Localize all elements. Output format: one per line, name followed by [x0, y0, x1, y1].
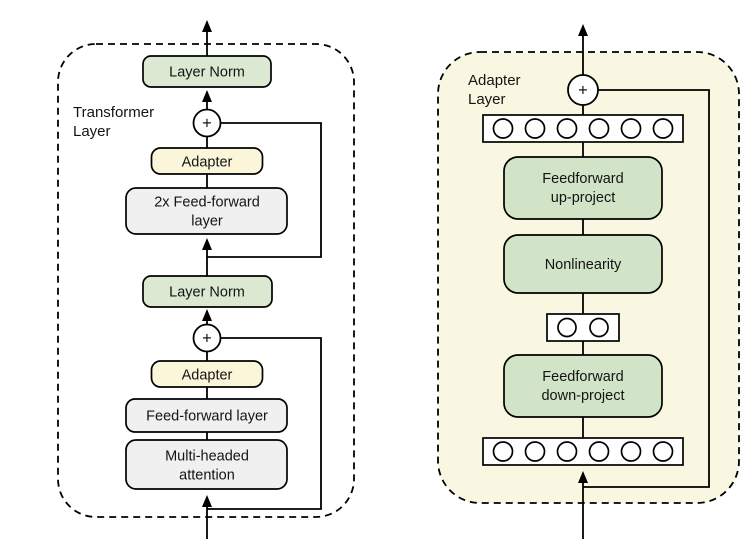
feature-node [557, 317, 577, 338]
add-node-right [567, 74, 599, 106]
layer-norm-top-box [142, 55, 272, 88]
layer-norm-top-label: Layer Norm [169, 65, 245, 81]
adapter-bottom-label: Adapter [182, 368, 233, 384]
feedforward-2x-label-line1: 2x Feed-forward [154, 195, 260, 211]
feature-node [556, 118, 578, 139]
transformer-layer-diagram: Layer Norm + Adapter 2x Feed-forward lay… [57, 20, 355, 539]
feedforward-up-label-line1: Feedforward [542, 171, 623, 187]
adapter-top-box [150, 147, 264, 175]
residual-connection-left-top [207, 122, 322, 258]
feature-node [492, 441, 514, 462]
feedforward-layer-box [125, 398, 288, 433]
adapter-top-label: Adapter [182, 155, 233, 171]
feedforward-up-project-box [503, 156, 663, 220]
feedforward-down-label-line1: Feedforward [542, 369, 623, 385]
transformer-layer-caption-line1: Transformer [73, 104, 154, 121]
adapter-layer-diagram: + Feedforward up-project Nonlinearity Fe… [437, 24, 740, 539]
plus-icon: + [202, 115, 212, 133]
multi-headed-attention-label-line1: Multi-headed [165, 449, 249, 465]
feedforward-layer-label: Feed-forward layer [146, 409, 268, 425]
bottleneck-row-box [546, 313, 620, 342]
adapter-bottom-box [150, 360, 264, 388]
multi-headed-attention-box [125, 439, 288, 490]
feedforward-2x-box [125, 187, 288, 235]
nonlinearity-label: Nonlinearity [545, 257, 622, 273]
adapter-layer-caption-line1: Adapter [468, 72, 521, 89]
adapter-layer-caption-line2: Layer [468, 91, 506, 108]
feature-node [588, 441, 610, 462]
feature-row-bottom [482, 437, 684, 466]
add-node-left-bottom [192, 323, 222, 353]
layer-norm-bottom-label: Layer Norm [169, 285, 245, 301]
feedforward-down-project-box [503, 354, 663, 418]
feature-node [652, 118, 674, 139]
layer-norm-bottom-box [142, 275, 273, 308]
feature-row-bottom-box [482, 437, 684, 466]
feedforward-up-label-line2: up-project [551, 190, 615, 206]
plus-icon: + [578, 82, 588, 100]
feature-row-top-box [482, 114, 684, 143]
bottleneck-row [546, 313, 620, 342]
feature-node [652, 441, 674, 462]
feedforward-2x-label-line2: layer [191, 214, 223, 230]
feature-node [588, 118, 610, 139]
residual-connection-left-bottom [207, 337, 322, 510]
plus-icon: + [202, 330, 212, 348]
feature-node [556, 441, 578, 462]
feature-node [524, 118, 546, 139]
feature-node [620, 118, 642, 139]
feature-node [524, 441, 546, 462]
feedforward-down-label-line2: down-project [541, 388, 624, 404]
feature-node [620, 441, 642, 462]
residual-connection-right [583, 89, 710, 488]
feature-row-top [482, 114, 684, 143]
multi-headed-attention-label-line2: attention [179, 468, 235, 484]
nonlinearity-box [503, 234, 663, 294]
add-node-left-top [192, 108, 222, 138]
feature-node [492, 118, 514, 139]
transformer-layer-caption-line2: Layer [73, 123, 111, 140]
feature-node [589, 317, 609, 338]
